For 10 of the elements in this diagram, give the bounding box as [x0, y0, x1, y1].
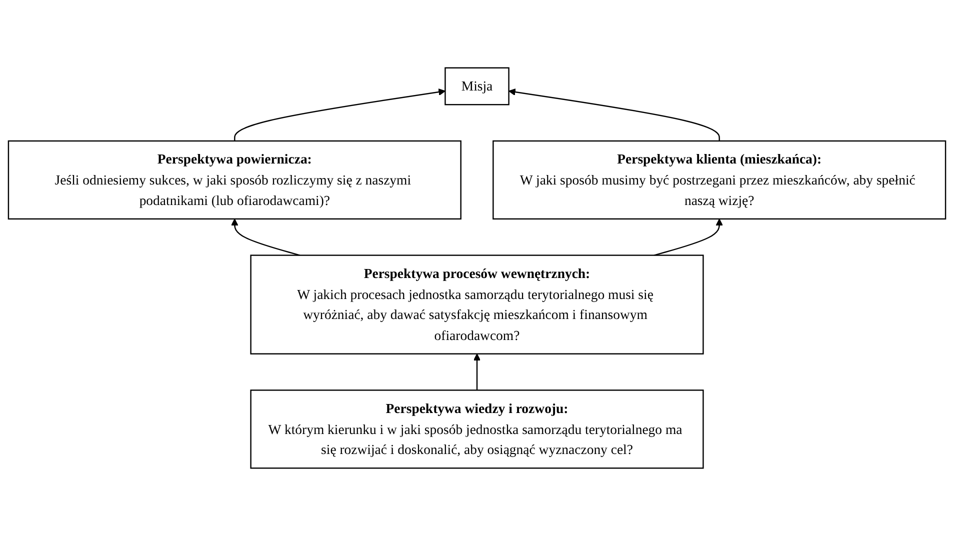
arrow — [234, 88, 446, 141]
node-box: Perspektywa wiedzy i rozwoju: W którym kierunku i w jaki sposób jednostka samorządu terytorialnego ma się rozwijać i doskonalić, aby osiągnąć wyznaczony cel? — [250, 390, 704, 469]
arrow — [654, 218, 723, 256]
node-box: Perspektywa klienta (mieszkańca): W jaki sposób musimy być postrzegani przez mieszkańców, aby spełnić naszą wizję? — [492, 140, 946, 220]
arrow — [508, 88, 720, 141]
node-box: Misja — [444, 67, 510, 106]
arrow — [231, 218, 300, 256]
node-box: Perspektywa procesów wewnętrznych: W jakich procesach jednostka samorządu terytorialnego musi się wyróżniać, aby dawać satysfakcję mieszkańcom i finansowym ofiarodawcom? — [250, 254, 704, 354]
arrow — [473, 354, 481, 390]
node-box: Perspektywa powiernicza: Jeśli odniesiemy sukces, w jaki sposób rozliczymy się z naszymi podatnikami (lub ofiarodawcami)? — [8, 140, 462, 220]
